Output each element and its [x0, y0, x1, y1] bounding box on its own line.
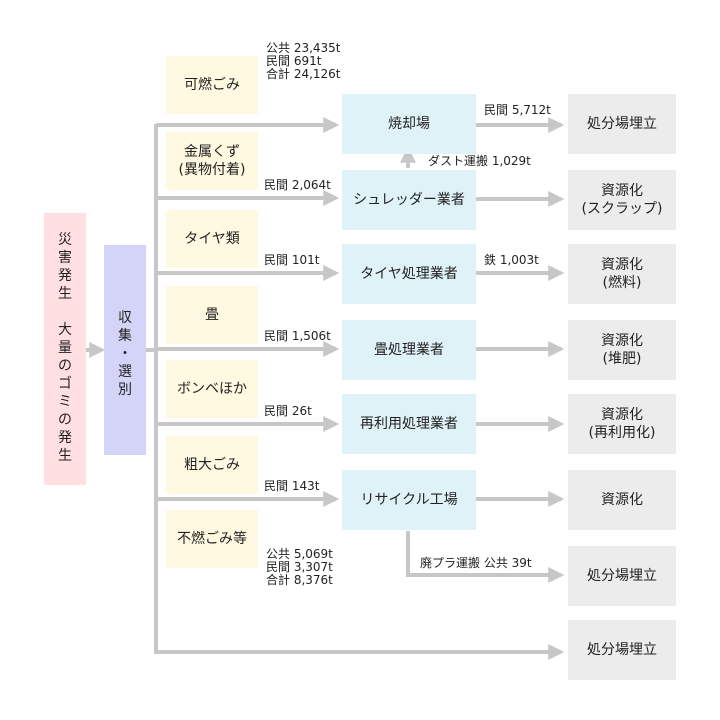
- category-label: (異物付着): [178, 162, 246, 178]
- collect-sort-box: 収 集 ・ 選 別: [104, 245, 146, 455]
- destination-label: (再利用化): [588, 425, 656, 441]
- processor-label: 焼却場: [388, 116, 430, 132]
- amount-bulky: 民間 143t: [264, 479, 320, 493]
- collect-char: 集: [118, 328, 132, 344]
- source-char: ミ: [58, 394, 72, 410]
- category-combustible: 可燃ごみ: [166, 56, 258, 114]
- destination-label: 処分場埋立: [587, 642, 657, 658]
- amount-dust-transport: ダスト運搬 1,029t: [428, 154, 531, 168]
- destination-label: (堆肥): [602, 351, 642, 367]
- destination-compost: 資源化 (堆肥): [568, 320, 676, 380]
- category-label: 畳: [205, 307, 219, 323]
- category-label: 可燃ごみ: [184, 77, 240, 93]
- source-char: の: [58, 358, 72, 374]
- category-label: 金属くず: [184, 144, 240, 160]
- category-metal: 金属くず (異物付着): [166, 132, 258, 190]
- source-char: 発: [58, 430, 72, 446]
- processor-shredder: シュレッダー業者: [342, 170, 476, 230]
- amount-combustible: 公共 23,435t 民間 691t 合計 24,126t: [266, 41, 341, 81]
- destination-label: 資源化: [601, 183, 643, 199]
- destination-landfill-1: 処分場埋立: [568, 94, 676, 154]
- category-bulky: 粗大ごみ: [166, 436, 258, 494]
- collect-char: 収: [118, 310, 132, 326]
- source-char: 発: [58, 268, 72, 284]
- source-char: 量: [58, 340, 72, 356]
- collect-char: 選: [118, 364, 132, 380]
- processor-label: シュレッダー業者: [353, 192, 465, 208]
- category-cylinder: ボンベほか: [166, 360, 258, 418]
- amount-tatami: 民間 1,506t: [264, 329, 331, 343]
- processor-label: リサイクル工場: [360, 492, 458, 508]
- category-tatami: 畳: [166, 286, 258, 344]
- destination-label: 処分場埋立: [587, 116, 657, 132]
- source-char: 害: [58, 250, 72, 266]
- processor-recycle: リサイクル工場: [342, 470, 476, 530]
- destination-fuel: 資源化 (燃料): [568, 244, 676, 304]
- amount-iron: 鉄 1,003t: [484, 253, 539, 267]
- category-tire: タイヤ類: [166, 210, 258, 268]
- source-col-1: 災 害 発 生: [56, 231, 74, 303]
- destination-label: (スクラップ): [581, 201, 663, 217]
- category-label: タイヤ類: [184, 231, 240, 247]
- arrow-plastic-to-landfill: [406, 531, 565, 583]
- amount-metal: 民間 2,064t: [264, 178, 331, 192]
- destination-label: 処分場埋立: [587, 568, 657, 584]
- destination-landfill-3: 処分場埋立: [568, 620, 676, 680]
- category-label: 粗大ごみ: [184, 457, 240, 473]
- source-char: の: [58, 412, 72, 428]
- destination-landfill-2: 処分場埋立: [568, 546, 676, 606]
- destination-reuse: 資源化 (再利用化): [568, 394, 676, 454]
- processor-label: タイヤ処理業者: [360, 266, 458, 282]
- processor-incinerator: 焼却場: [342, 94, 476, 154]
- destination-label: 資源化: [601, 407, 643, 423]
- amount-plastic-transport: 廃プラ運搬 公共 39t: [420, 556, 532, 570]
- amount-cylinder: 民間 26t: [264, 404, 312, 418]
- source-char: 生: [58, 286, 72, 302]
- source-char: 災: [58, 232, 72, 248]
- source-char: 大: [58, 322, 72, 338]
- source-col-2: 大 量 の ゴ ミ の 発 生: [56, 321, 74, 465]
- category-label: ボンベほか: [177, 381, 247, 397]
- destination-label: 資源化: [601, 257, 643, 273]
- destination-label: 資源化: [601, 492, 643, 508]
- category-label: 不燃ごみ等: [177, 531, 247, 547]
- amount-tire: 民間 101t: [264, 253, 320, 267]
- processor-label: 再利用処理業者: [360, 416, 458, 432]
- destination-scrap: 資源化 (スクラップ): [568, 170, 676, 230]
- processor-tatami: 畳処理業者: [342, 320, 476, 380]
- collect-char: 別: [118, 382, 132, 398]
- processor-reuse: 再利用処理業者: [342, 394, 476, 454]
- destination-label: (燃料): [602, 275, 642, 291]
- processor-label: 畳処理業者: [374, 342, 444, 358]
- source-char: 生: [58, 448, 72, 464]
- disaster-source-box: 災 害 発 生: [44, 213, 86, 485]
- collect-char: ・: [118, 346, 132, 362]
- destination-resource: 資源化: [568, 470, 676, 530]
- destination-label: 資源化: [601, 333, 643, 349]
- source-char: ゴ: [58, 376, 72, 392]
- processor-tire: タイヤ処理業者: [342, 244, 476, 304]
- amount-incinerator-output: 民間 5,712t: [484, 103, 551, 117]
- category-noncombustible: 不燃ごみ等: [166, 510, 258, 568]
- amount-noncombustible: 公共 5,069t 民間 3,307t 合計 8,376t: [266, 547, 333, 587]
